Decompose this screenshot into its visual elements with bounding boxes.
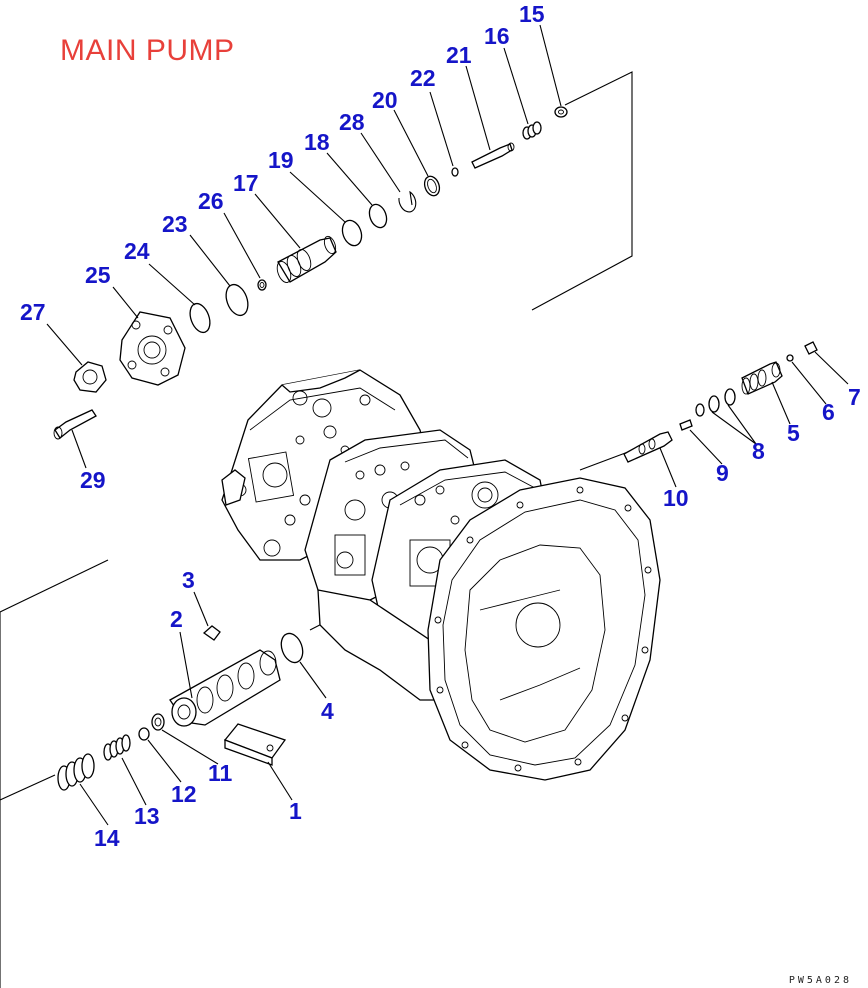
callout-9: 9 xyxy=(716,460,729,486)
callout-6: 6 xyxy=(822,399,835,425)
part-25-flange xyxy=(119,311,186,386)
part-2-sleeve xyxy=(169,649,281,727)
callout-17: 17 xyxy=(233,170,259,196)
part-12-nut xyxy=(138,727,150,741)
part-13-spring xyxy=(103,734,131,761)
callout-21: 21 xyxy=(446,42,472,68)
callout-12: 12 xyxy=(171,781,197,807)
part-5-plug xyxy=(741,361,783,395)
part-17-plug xyxy=(276,235,337,283)
callout-18: 18 xyxy=(304,129,330,155)
callout-20: 20 xyxy=(372,87,398,113)
part-8-o-rings xyxy=(695,388,736,417)
part-21-spool xyxy=(471,142,515,169)
part-28-retaining-ring xyxy=(398,190,417,213)
callout-2: 2 xyxy=(170,606,183,632)
part-9-pin xyxy=(679,419,693,431)
boundary-lines xyxy=(0,71,633,988)
callout-13: 13 xyxy=(134,803,160,829)
pump-body xyxy=(221,369,661,781)
parts xyxy=(53,106,818,791)
diagram-title: MAIN PUMP xyxy=(60,34,235,67)
leader-lines xyxy=(46,24,849,826)
part-16-spring xyxy=(522,121,542,140)
callout-16: 16 xyxy=(484,23,510,49)
part-27-hex-nut xyxy=(73,361,107,393)
part-26-small-plug xyxy=(257,279,267,291)
callout-19: 19 xyxy=(268,147,294,173)
callout-24: 24 xyxy=(124,238,150,264)
part-11-washer xyxy=(151,713,165,731)
callout-28: 28 xyxy=(339,109,365,135)
callout-11: 11 xyxy=(208,760,233,786)
callout-29: 29 xyxy=(80,467,106,493)
callout-14: 14 xyxy=(94,825,120,851)
callout-numbers: 15 16 21 22 20 28 18 19 17 26 23 24 25 2… xyxy=(20,1,861,851)
callout-5: 5 xyxy=(787,420,800,446)
part-15-nut xyxy=(554,106,568,118)
part-7-screw xyxy=(804,341,818,355)
drawing-code: PW5A028 xyxy=(788,975,852,986)
callout-8: 8 xyxy=(752,438,765,464)
part-6-ball xyxy=(786,354,794,362)
part-18-o-ring xyxy=(368,203,388,229)
part-23-o-ring xyxy=(225,283,249,317)
callout-4: 4 xyxy=(321,698,334,724)
part-19-o-ring xyxy=(341,219,363,247)
part-10-spool xyxy=(623,431,673,463)
callout-10: 10 xyxy=(663,485,689,511)
callout-23: 23 xyxy=(162,211,188,237)
part-1-block xyxy=(223,723,287,766)
part-4-o-ring xyxy=(280,632,304,664)
part-22-pin xyxy=(451,167,459,177)
part-14-spring xyxy=(57,753,95,791)
callout-7: 7 xyxy=(848,384,861,410)
callout-26: 26 xyxy=(198,188,224,214)
part-29-bolt xyxy=(53,409,97,440)
callout-22: 22 xyxy=(410,65,436,91)
callout-1: 1 xyxy=(289,798,302,824)
part-3-pin xyxy=(202,625,221,641)
part-24-o-ring xyxy=(189,302,211,334)
callout-3: 3 xyxy=(182,567,195,593)
callout-25: 25 xyxy=(85,262,111,288)
callout-15: 15 xyxy=(519,1,545,27)
callout-27: 27 xyxy=(20,299,46,325)
part-20-ring xyxy=(423,175,441,197)
